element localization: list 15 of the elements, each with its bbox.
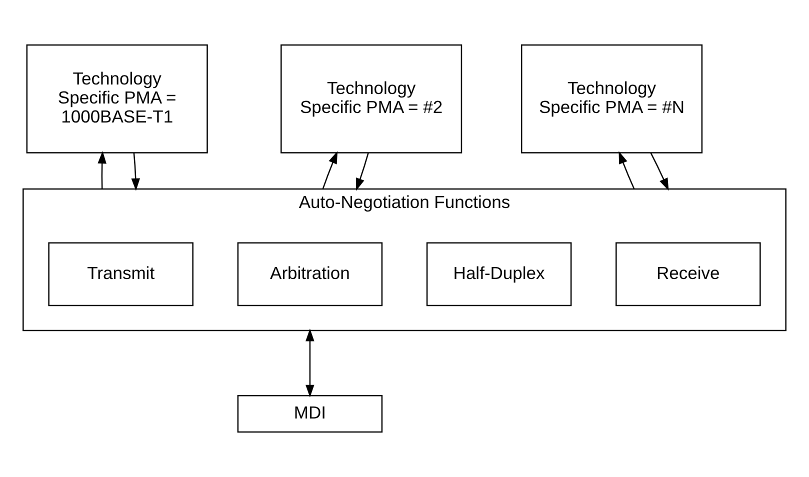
node-box: Technology Specific PMA = #2	[280, 44, 462, 154]
arrow	[356, 152, 369, 191]
arrow	[306, 328, 314, 398]
arrow	[650, 152, 669, 191]
node-box: Transmit	[48, 242, 194, 306]
node-box: Arbitration	[237, 242, 383, 306]
node-box: Receive	[616, 242, 761, 306]
node-box: Technology Specific PMA = 1000BASE-T1	[26, 44, 208, 154]
node-box: MDI	[237, 395, 383, 433]
node-box: Half-Duplex	[426, 242, 572, 306]
arrow	[98, 151, 106, 190]
node-box: Technology Specific PMA = #N	[520, 44, 703, 154]
arrow	[618, 151, 635, 190]
arrow	[322, 151, 338, 190]
arrow	[131, 152, 140, 191]
